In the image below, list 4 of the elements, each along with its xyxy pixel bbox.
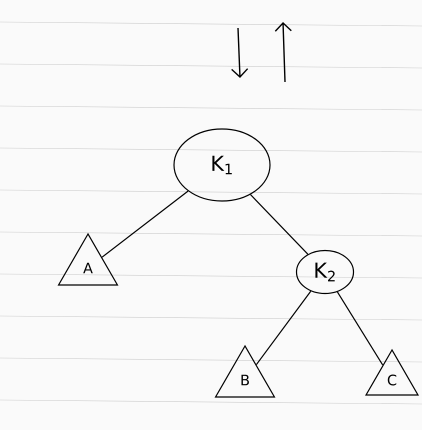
tree-edge (102, 190, 188, 258)
tree-edge (250, 194, 308, 255)
tree-edge (256, 290, 312, 365)
tree-edge (336, 292, 384, 366)
